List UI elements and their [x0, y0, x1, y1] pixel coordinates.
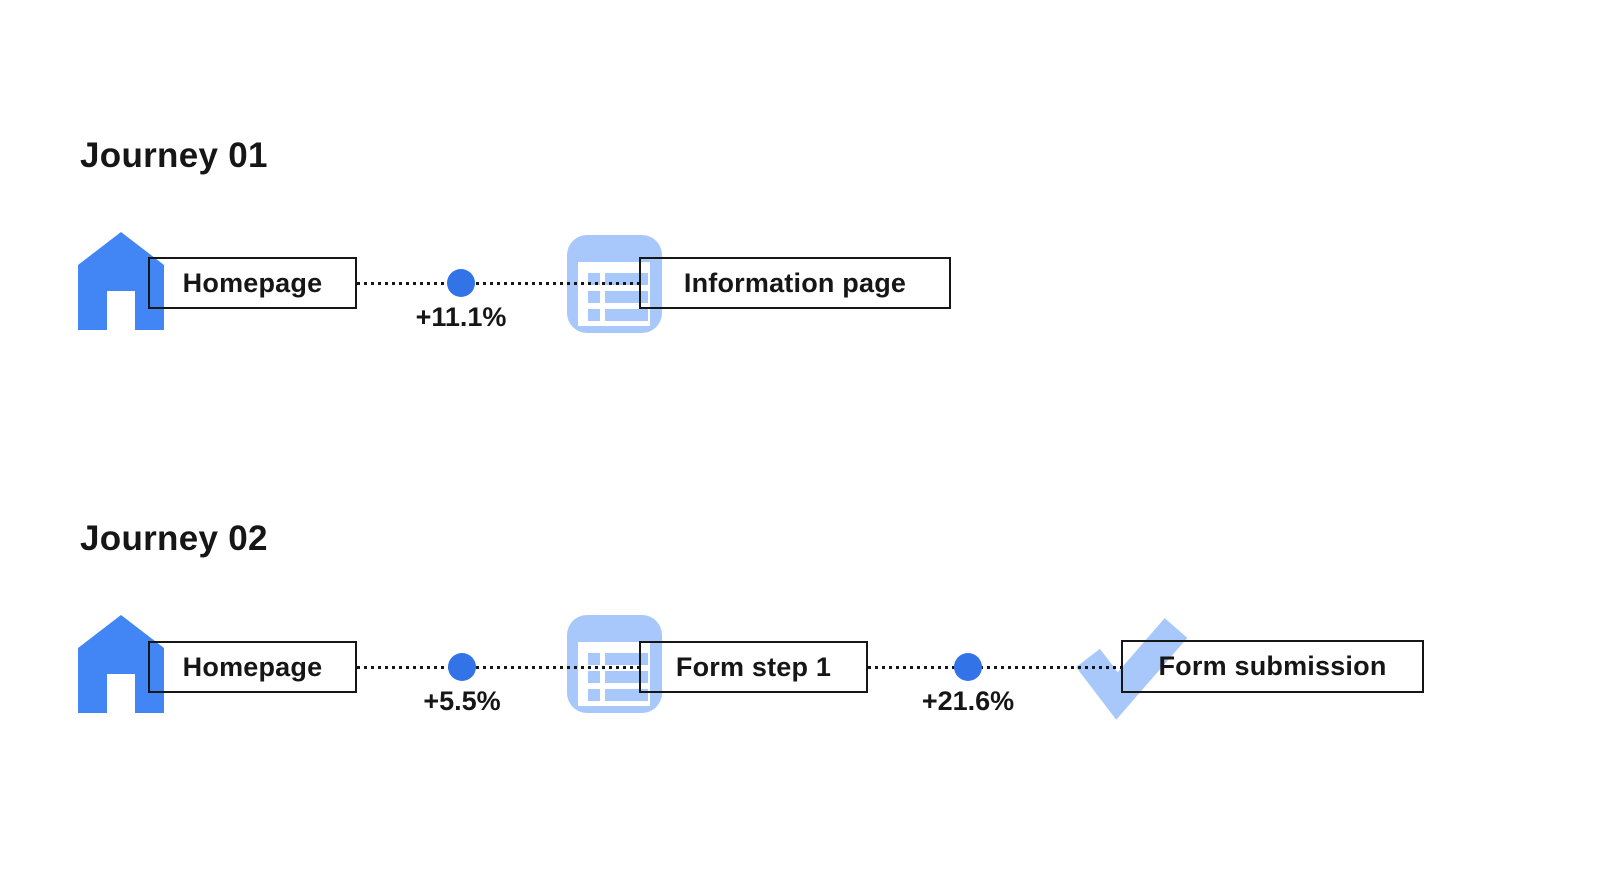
- step-label: Information page: [683, 267, 907, 298]
- transition-node-dot: [447, 269, 475, 297]
- step-label: Form step 1: [675, 651, 832, 682]
- home-icon: [78, 615, 164, 713]
- transition-delta-label: +11.1%: [415, 302, 507, 332]
- transition-dotted-line: [357, 282, 639, 285]
- transition-delta-label: +5.5%: [423, 686, 501, 716]
- step-label: Form submission: [1158, 651, 1387, 681]
- journey-02-title: Journey 02: [80, 519, 268, 558]
- step-label-box-homepage: Homepage: [148, 641, 357, 693]
- transition-node-dot: [448, 653, 476, 681]
- step-label-box-homepage: Homepage: [148, 257, 357, 309]
- transition-delta-label: +21.6%: [921, 686, 1015, 716]
- transition-dotted-line: [357, 666, 639, 669]
- form-page-icon: [567, 615, 662, 713]
- checkmark-icon: [1072, 612, 1192, 720]
- transition-dotted-line: [868, 666, 1121, 669]
- step-label: Homepage: [182, 651, 323, 682]
- step-label-box-form-step-1: Form step 1: [639, 641, 868, 693]
- transition-node-dot: [954, 653, 982, 681]
- home-icon: [78, 232, 164, 330]
- step-label: Homepage: [182, 267, 323, 298]
- journey-01-title: Journey 01: [80, 136, 268, 175]
- step-label-box-form-submission: Form submission: [1121, 640, 1424, 693]
- step-label-box-information-page: Information page: [639, 257, 951, 309]
